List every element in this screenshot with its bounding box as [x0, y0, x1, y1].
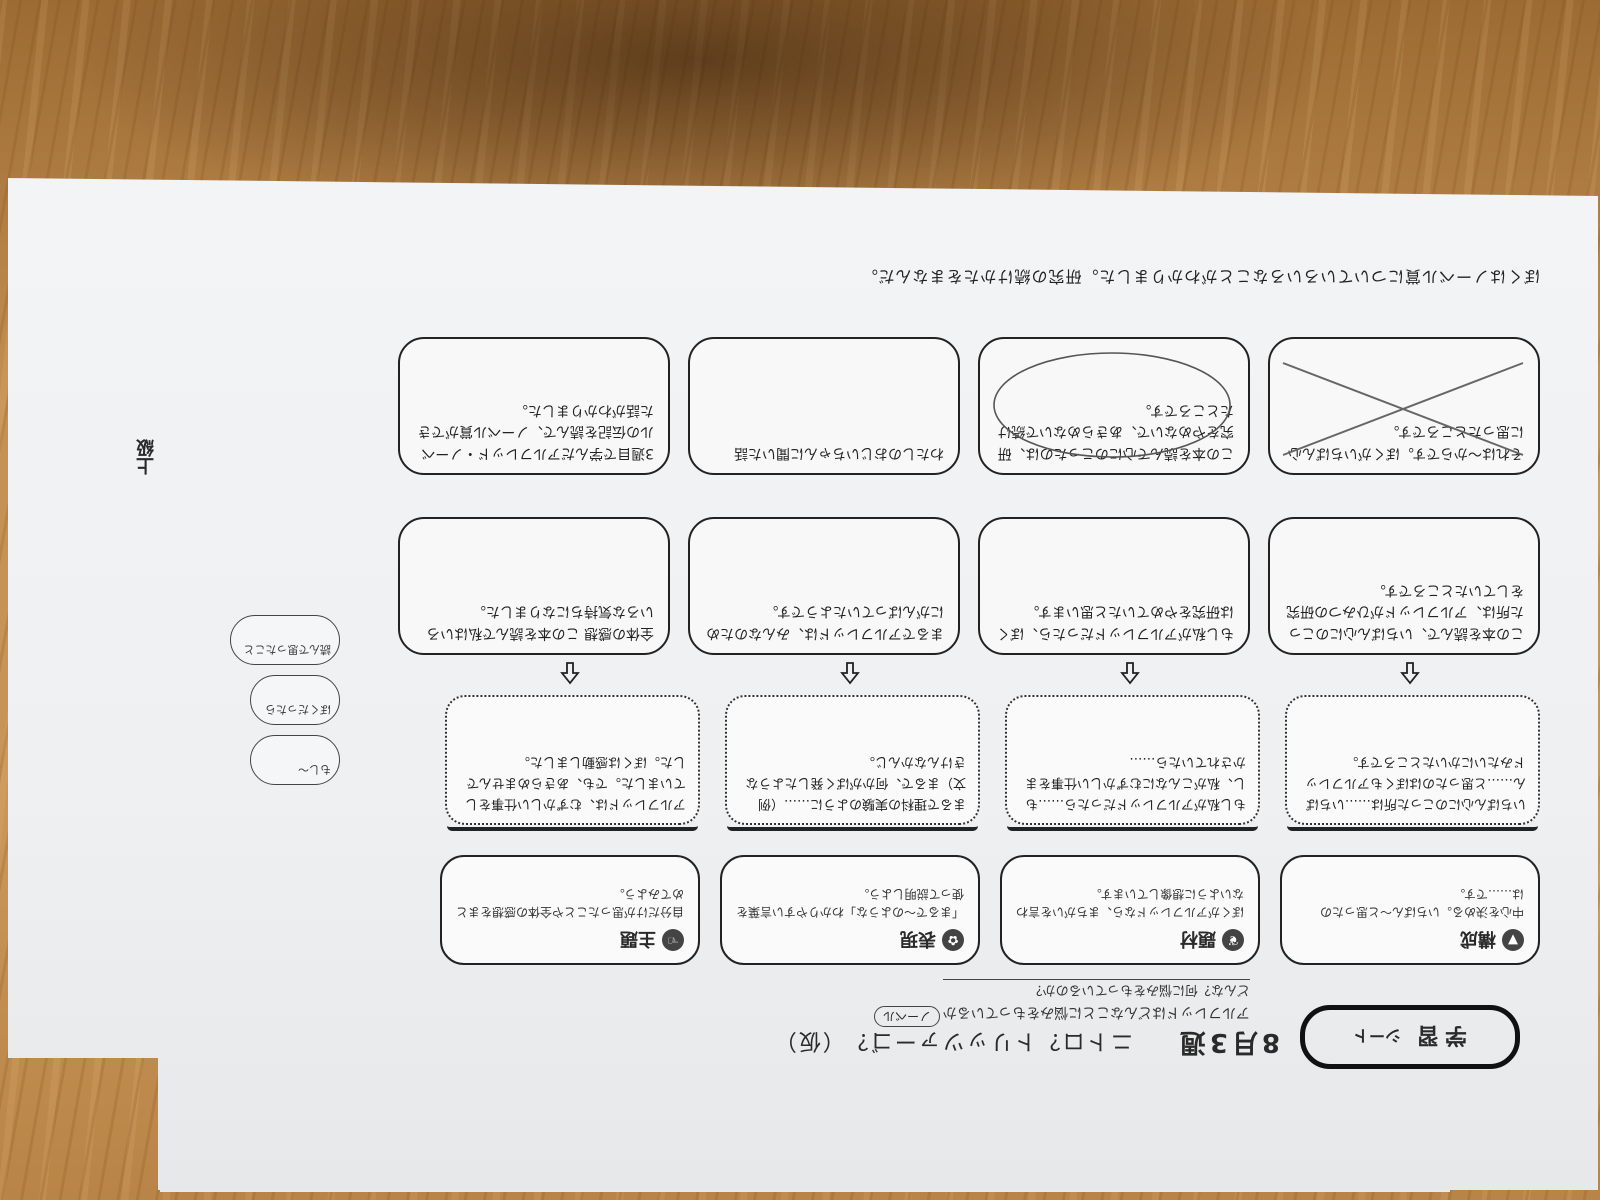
- thought-cloud: もし〜: [250, 735, 340, 785]
- cross-out-mark: [1282, 362, 1524, 456]
- category-head-label: 表現: [900, 928, 936, 949]
- study-label: 学習: [1411, 1022, 1468, 1047]
- writing-box: 3週目で学んだアルフレッド・ノーベルの伝記を読んで、ノーベル賞ができた話がわかり…: [398, 337, 670, 475]
- writing-box: 全体の感想 この本を読んで私はいろいろな気持ちになりました。: [398, 517, 670, 655]
- handwritten-question: アルフレッドはどんなことに悩みをもっているか どんな？何に悩みをもっているのか？: [942, 979, 1250, 1023]
- writing-box-text: この本を読んで、いちばん心にのこった所は、アルフレッドがひみつの研究をしていたと…: [1286, 581, 1524, 641]
- worksheet-content: 学習 シート 8月3週 ニトロ？トリッツァーゴ？（仮） アルフレッドはどんなこと…: [90, 195, 1580, 1075]
- category-theme: ☜ 主題 自分だけが思ったことや全体の感想をまとめてみよう。: [440, 855, 700, 965]
- writing-box: わたしのおじいちゃんに聞いた話: [688, 337, 960, 475]
- category-body: 中心を決める。いちばん〜と思ったのは……です。: [1319, 887, 1524, 919]
- card-cap: [1287, 821, 1538, 831]
- example-card: まるで理科の実験のように……（例文）まるで、何かがばく発したようなきけんなかんじ…: [725, 695, 980, 831]
- side-label: 上級: [136, 439, 157, 475]
- novel-tag: ノーベル: [873, 1006, 940, 1027]
- circled-note-mark: [993, 352, 1231, 458]
- category-expression: ✿ 表現 「まるで〜のような」わかりやすい言葉を使って説明しよう。: [720, 855, 980, 965]
- arrow-up-icon: [840, 661, 860, 685]
- example-card: アルフレッドは、むずかしい仕事をしていました。でも、あきらめませんでした。ぼくは…: [445, 695, 700, 831]
- category-head: ❦ 題材: [1016, 927, 1244, 953]
- example-card-text: アルフレッドは、むずかしい仕事をしていました。でも、あきらめませんでした。ぼくは…: [465, 754, 686, 811]
- example-card: いちばん心にのこった所は……いちばん……と思ったのはぼくもアルフレッドみたいにか…: [1285, 695, 1540, 831]
- category-head-label: 主題: [620, 928, 656, 949]
- writing-box: まるでアルフレッドは、みんなのためにがんばっていたようです。: [688, 517, 960, 655]
- card-cap: [727, 821, 978, 831]
- thought-cloud: ぼくだったら: [250, 675, 340, 725]
- category-head-label: 構成: [1460, 928, 1496, 949]
- category-head: ▼ 構成: [1296, 927, 1524, 953]
- card-cap: [447, 821, 698, 831]
- thought-cloud-text: ぼくだったら: [265, 703, 331, 716]
- category-material: ❦ 題材 ぼくがアルフレッドなら、まちがいを言わないように想像しています。: [1000, 855, 1260, 965]
- thought-cloud: 読んで思ったこと: [230, 615, 340, 665]
- writing-box: この本を読んで、いちばん心にのこった所は、アルフレッドがひみつの研究をしていたと…: [1268, 517, 1540, 655]
- card-cap: [1007, 821, 1258, 831]
- sheet-label: シート: [1352, 1026, 1401, 1045]
- bottom-handwritten-line: ぼくはノーベル賞についていろいろなことがわかりました。研究の続けかたをまなんだ。: [860, 267, 1540, 286]
- category-body: ぼくがアルフレッドなら、まちがいを言わないように想像しています。: [1016, 887, 1244, 919]
- month-week: 8月3週: [1175, 1027, 1280, 1057]
- week-title: 8月3週 ニトロ？トリッツァーゴ？（仮）: [773, 1026, 1280, 1063]
- writing-box-text: まるでアルフレッドは、みんなのためにがんばっていたようです。: [706, 603, 944, 641]
- writing-box: もし私がアルフレッドだったら、ぼくは研究をやめていたと思います。: [978, 517, 1250, 655]
- writing-box-crossed: それは〜からです。ぼくがいちばん心に思ったところです。: [1268, 337, 1540, 475]
- study-sheet-badge: 学習 シート: [1300, 1005, 1520, 1069]
- arrow-up-icon: [1120, 661, 1140, 685]
- example-card-text: もし私がアルフレッドだったら……もし、私がこんなにむずかしい仕事をまかされていた…: [1024, 754, 1246, 811]
- thought-cloud-text: もし〜: [298, 763, 331, 776]
- arrow-down-icon: ▼: [1502, 929, 1524, 951]
- title-bar: 学習 シート 8月3週 ニトロ？トリッツァーゴ？（仮）: [170, 1005, 1550, 1069]
- writing-box-text: わたしのおじいちゃんに聞いた話: [734, 445, 944, 461]
- category-body: 自分だけが思ったことや全体の感想をまとめてみよう。: [455, 887, 684, 919]
- category-head-label: 題材: [1180, 928, 1216, 949]
- flower-icon: ✿: [942, 929, 964, 951]
- category-composition: ▼ 構成 中心を決める。いちばん〜と思ったのは……です。: [1280, 855, 1540, 965]
- thought-cloud-text: 読んで思ったこと: [243, 643, 331, 656]
- writing-box-text: 3週目で学んだアルフレッド・ノーベルの伝記を読んで、ノーベル賞ができた話がわかり…: [417, 401, 654, 461]
- question-line: アルフレッドはどんなことに悩みをもっているか: [942, 1004, 1250, 1020]
- category-head: ✿ 表現: [736, 927, 964, 953]
- writing-box-text: もし私がアルフレッドだったら、ぼくは研究をやめていたと思います。: [996, 603, 1234, 641]
- writing-box-text: 全体の感想 この本を読んで私はいろいろな気持ちになりました。: [426, 603, 654, 641]
- page-title: ニトロ？トリッツァーゴ？（仮）: [772, 1028, 1133, 1053]
- arrow-up-icon: [1400, 661, 1420, 685]
- example-card-text: まるで理科の実験のように……（例文）まるで、何かがばく発したようなきけんなかんじ…: [745, 754, 966, 811]
- category-head: ☜ 主題: [456, 927, 684, 953]
- arrow-up-icon: [560, 661, 580, 685]
- writing-box: この本を読んで心にのこったのは、研究をやめないで、あきらめないで続けたところです…: [978, 337, 1250, 475]
- category-body: 「まるで〜のような」わかりやすい言葉を使って説明しよう。: [735, 887, 964, 919]
- example-card: もし私がアルフレッドだったら……もし、私がこんなにむずかしい仕事をまかされていた…: [1005, 695, 1260, 831]
- question-line-2: どんな？何に悩みをもっているのか？: [1029, 982, 1250, 997]
- hand-icon: ☜: [662, 929, 684, 951]
- example-card-text: いちばん心にのこった所は……いちばん……と思ったのはぼくもアルフレッドみたいにか…: [1305, 754, 1526, 811]
- leaf-icon: ❦: [1222, 929, 1244, 951]
